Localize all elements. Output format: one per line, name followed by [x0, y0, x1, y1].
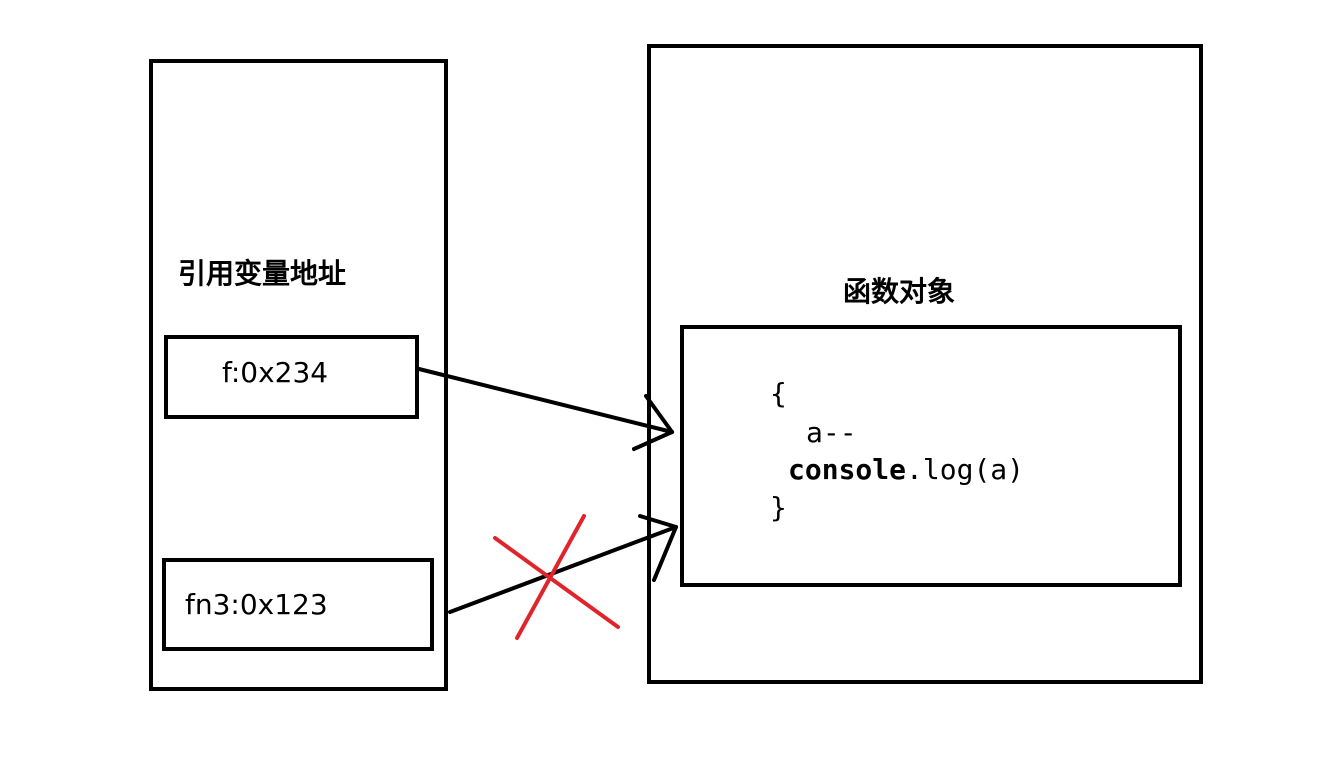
code-line-decrement: a-- [806, 416, 857, 449]
cross-stroke-1 [515, 514, 586, 640]
ref-box-fn3 [162, 558, 434, 651]
code-open-brace: { [770, 377, 787, 410]
heap-title: 函数对象 [843, 275, 956, 308]
code-log-call: .log(a) [906, 453, 1025, 486]
stack-title: 引用变量地址 [178, 257, 347, 290]
code-close-brace: } [770, 491, 787, 524]
arrow-fn3-to-function [448, 514, 678, 614]
cross-mark-icon [493, 514, 620, 640]
ref-label-fn3: fn3:0x123 [185, 588, 328, 621]
code-console-keyword: console [788, 453, 907, 486]
code-line-console-log: console.log(a) [788, 456, 1024, 484]
heap-memory-box [647, 44, 1203, 684]
arrow-fn3-shaft [448, 525, 678, 614]
ref-label-f: f:0x234 [222, 356, 329, 389]
arrow-f-shaft [417, 367, 674, 434]
arrow-f-to-function [417, 367, 674, 451]
cross-stroke-2 [493, 536, 620, 629]
function-object-box [680, 325, 1182, 587]
